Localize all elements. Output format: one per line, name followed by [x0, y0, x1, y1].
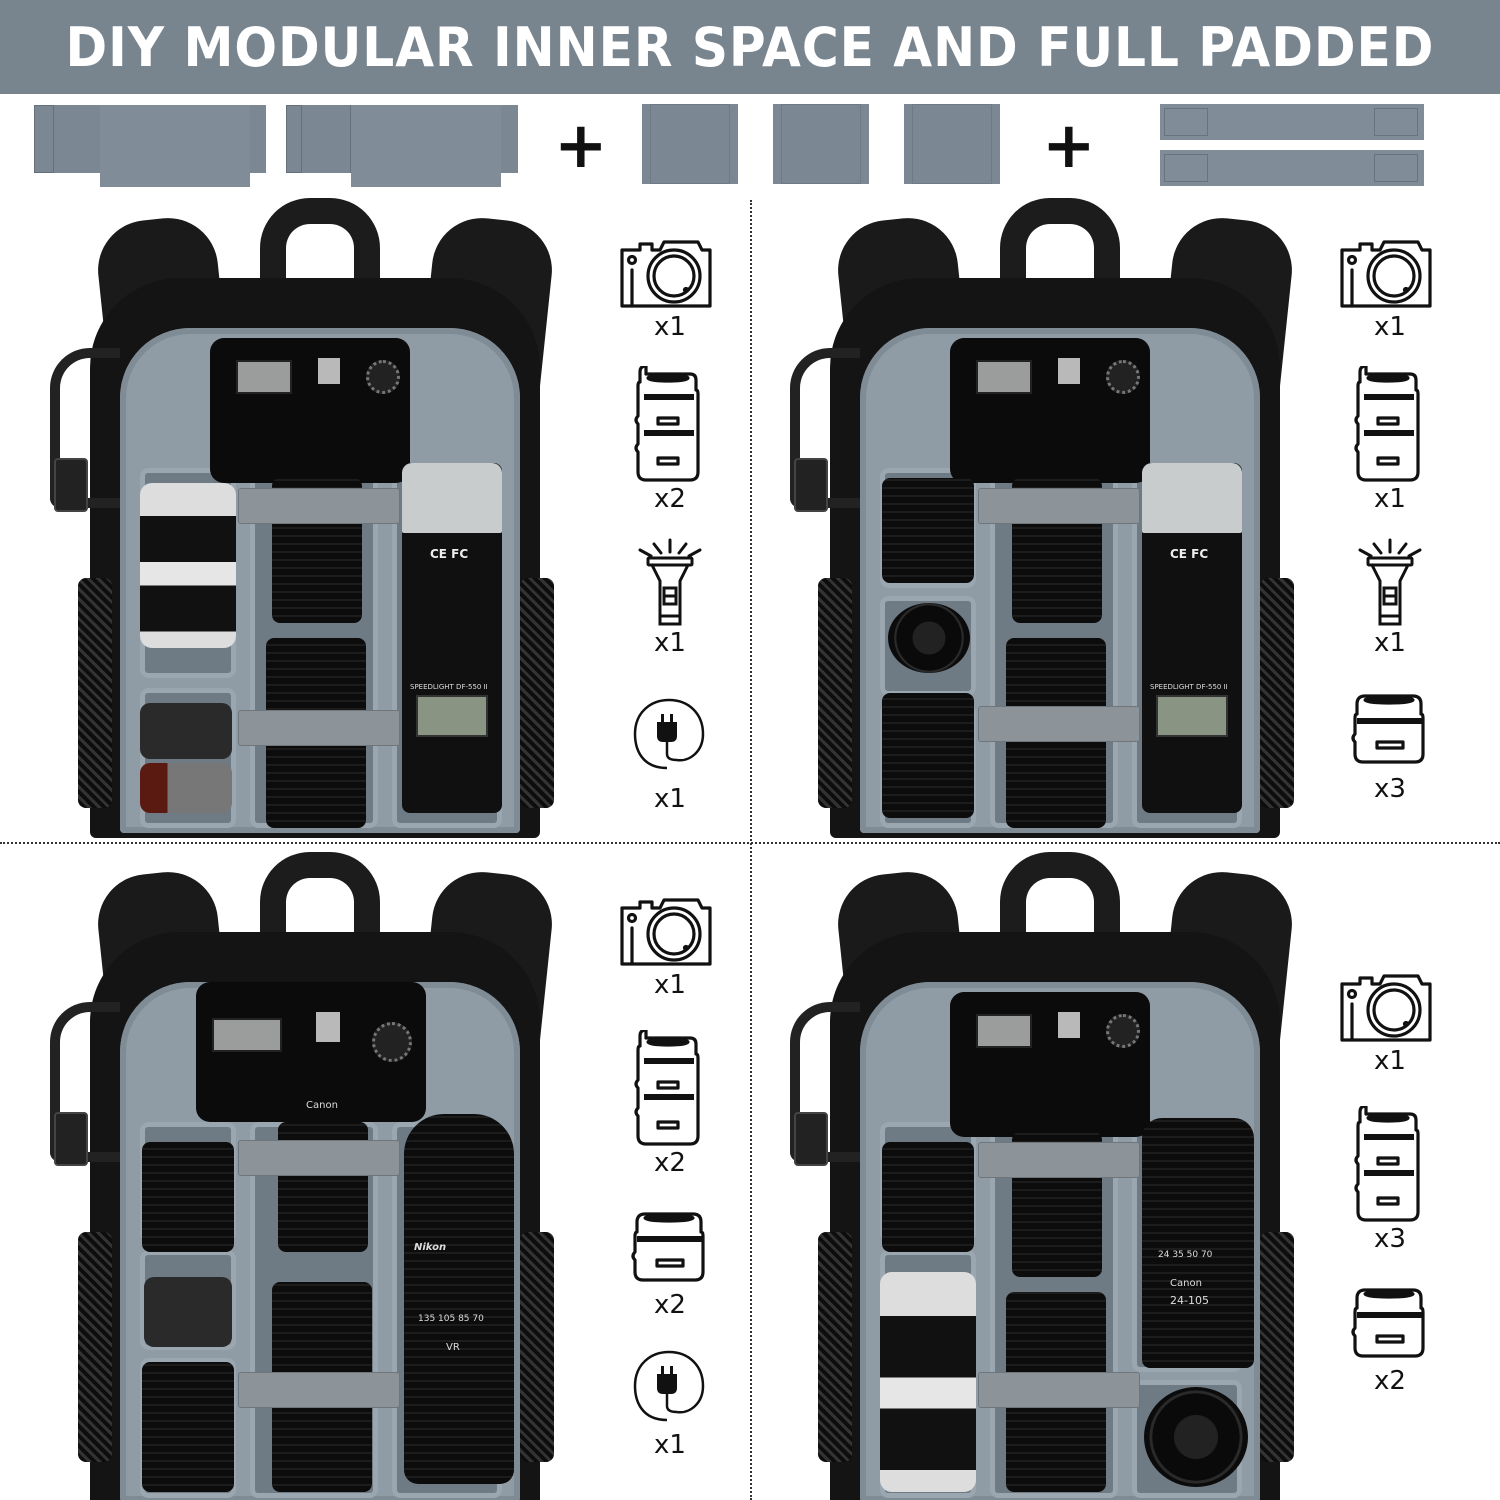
prime-lens	[142, 1362, 234, 1492]
battery	[140, 703, 232, 759]
velcro-strap	[978, 1142, 1140, 1178]
contents-item: x1	[1330, 536, 1450, 656]
zoom-lens-icon	[1354, 1106, 1420, 1222]
plus-separator: +	[554, 109, 608, 183]
side-mesh-pocket	[1260, 1232, 1294, 1462]
lens-cap	[1144, 1387, 1248, 1487]
straight-divider-insert	[642, 104, 738, 184]
backpack-panel-bottom-right: 24 35 50 70 Canon 24-105	[790, 852, 1300, 1500]
contents-item: x1	[610, 536, 730, 656]
contents-list-bottom-left: x1 x2 x2 x1	[610, 886, 730, 1486]
camera-icon	[620, 240, 712, 308]
velcro-strap-insert	[1160, 150, 1424, 186]
prime-lens-icon	[631, 1212, 705, 1282]
camera-icon	[620, 898, 712, 966]
dslr-camera	[210, 338, 410, 483]
camera-icon	[1340, 240, 1432, 308]
speedlight-flash: CE FC SPEEDLIGHT DF-550 II	[1142, 463, 1242, 813]
banner-title: DIY MODULAR INNER SPACE AND FULL PADDED	[65, 15, 1435, 79]
velcro-strap-insert	[1160, 104, 1424, 140]
velcro-strap	[978, 706, 1140, 742]
contents-item: x1	[1330, 228, 1450, 340]
contents-item: x2	[1330, 1284, 1450, 1394]
lens-cap	[888, 603, 970, 673]
buckle	[794, 458, 828, 512]
speedlight-flash: CE FC SPEEDLIGHT DF-550 II	[402, 463, 502, 813]
prime-lens	[882, 1142, 974, 1252]
zoom-lens-icon	[634, 1030, 700, 1146]
backpack-panel-top-right: CE FC SPEEDLIGHT DF-550 II	[790, 198, 1300, 838]
zoom-lens-icon	[1354, 366, 1420, 482]
flash-icon	[638, 538, 702, 626]
dslr-camera: Canon	[196, 982, 426, 1122]
straight-divider-insert	[904, 104, 1000, 184]
contents-item: x3	[1330, 1106, 1450, 1252]
side-mesh-pocket	[78, 578, 112, 808]
contents-list-top-right: x1 x1 x1 x3	[1330, 228, 1450, 828]
charger-icon	[633, 1350, 705, 1422]
prime-lens	[142, 1142, 234, 1252]
battery	[144, 1277, 232, 1347]
side-mesh-pocket	[818, 1232, 852, 1462]
prime-lens	[882, 478, 974, 583]
plus-separator: +	[1042, 109, 1096, 183]
velcro-strap	[238, 488, 400, 524]
side-mesh-pocket	[78, 1232, 112, 1462]
prime-lens	[882, 693, 974, 818]
backpack-panel-top-left: CE FC SPEEDLIGHT DF-550 II	[50, 198, 560, 838]
velcro-strap	[978, 488, 1140, 524]
prime-lens-icon	[1351, 694, 1425, 764]
side-mesh-pocket	[520, 578, 554, 808]
flash-icon	[1358, 538, 1422, 626]
contents-item: x2	[610, 366, 730, 512]
contents-item: x1	[610, 1348, 730, 1458]
side-mesh-pocket	[520, 1232, 554, 1462]
velcro-strap	[978, 1372, 1140, 1408]
contents-item: x1	[610, 886, 730, 998]
white-telephoto-lens	[880, 1272, 976, 1492]
velcro-strap	[238, 710, 400, 746]
horizontal-divider	[0, 842, 1500, 844]
inserts-row: + +	[0, 94, 1500, 194]
buckle	[54, 458, 88, 512]
vertical-divider	[750, 200, 752, 1500]
side-mesh-pocket	[1260, 578, 1294, 808]
contents-item: x1	[610, 696, 730, 812]
contents-item: x2	[610, 1030, 730, 1176]
camera-icon	[1340, 974, 1432, 1042]
dslr-camera	[950, 338, 1150, 483]
buckle	[794, 1112, 828, 1166]
white-telephoto-lens	[140, 483, 236, 648]
contents-item: x2	[610, 1208, 730, 1318]
dslr-camera	[950, 992, 1150, 1137]
header-banner: DIY MODULAR INNER SPACE AND FULL PADDED	[0, 0, 1500, 94]
velcro-strap	[238, 1372, 400, 1408]
contents-item: x1	[610, 228, 730, 340]
straight-divider-insert	[773, 104, 869, 184]
contents-item: x1	[1330, 962, 1450, 1074]
contents-list-top-left: x1 x2 x1 x1	[610, 228, 730, 828]
telephoto-lens: Nikon 135 105 85 70 VR	[404, 1114, 514, 1484]
contents-item: x3	[1330, 690, 1450, 802]
battery	[140, 763, 232, 813]
side-mesh-pocket	[818, 578, 852, 808]
buckle	[54, 1112, 88, 1166]
zoom-lens-icon	[634, 366, 700, 482]
zoom-lens: 24 35 50 70 Canon 24-105	[1142, 1118, 1254, 1368]
backpack-panel-bottom-left: Canon Nikon 135 105 85 70 VR	[50, 852, 560, 1500]
prime-lens-icon	[1351, 1288, 1425, 1358]
contents-item: x1	[1330, 366, 1450, 512]
contents-list-bottom-right: x1 x3 x2	[1330, 962, 1450, 1402]
charger-icon	[633, 698, 705, 770]
velcro-strap	[238, 1140, 400, 1176]
